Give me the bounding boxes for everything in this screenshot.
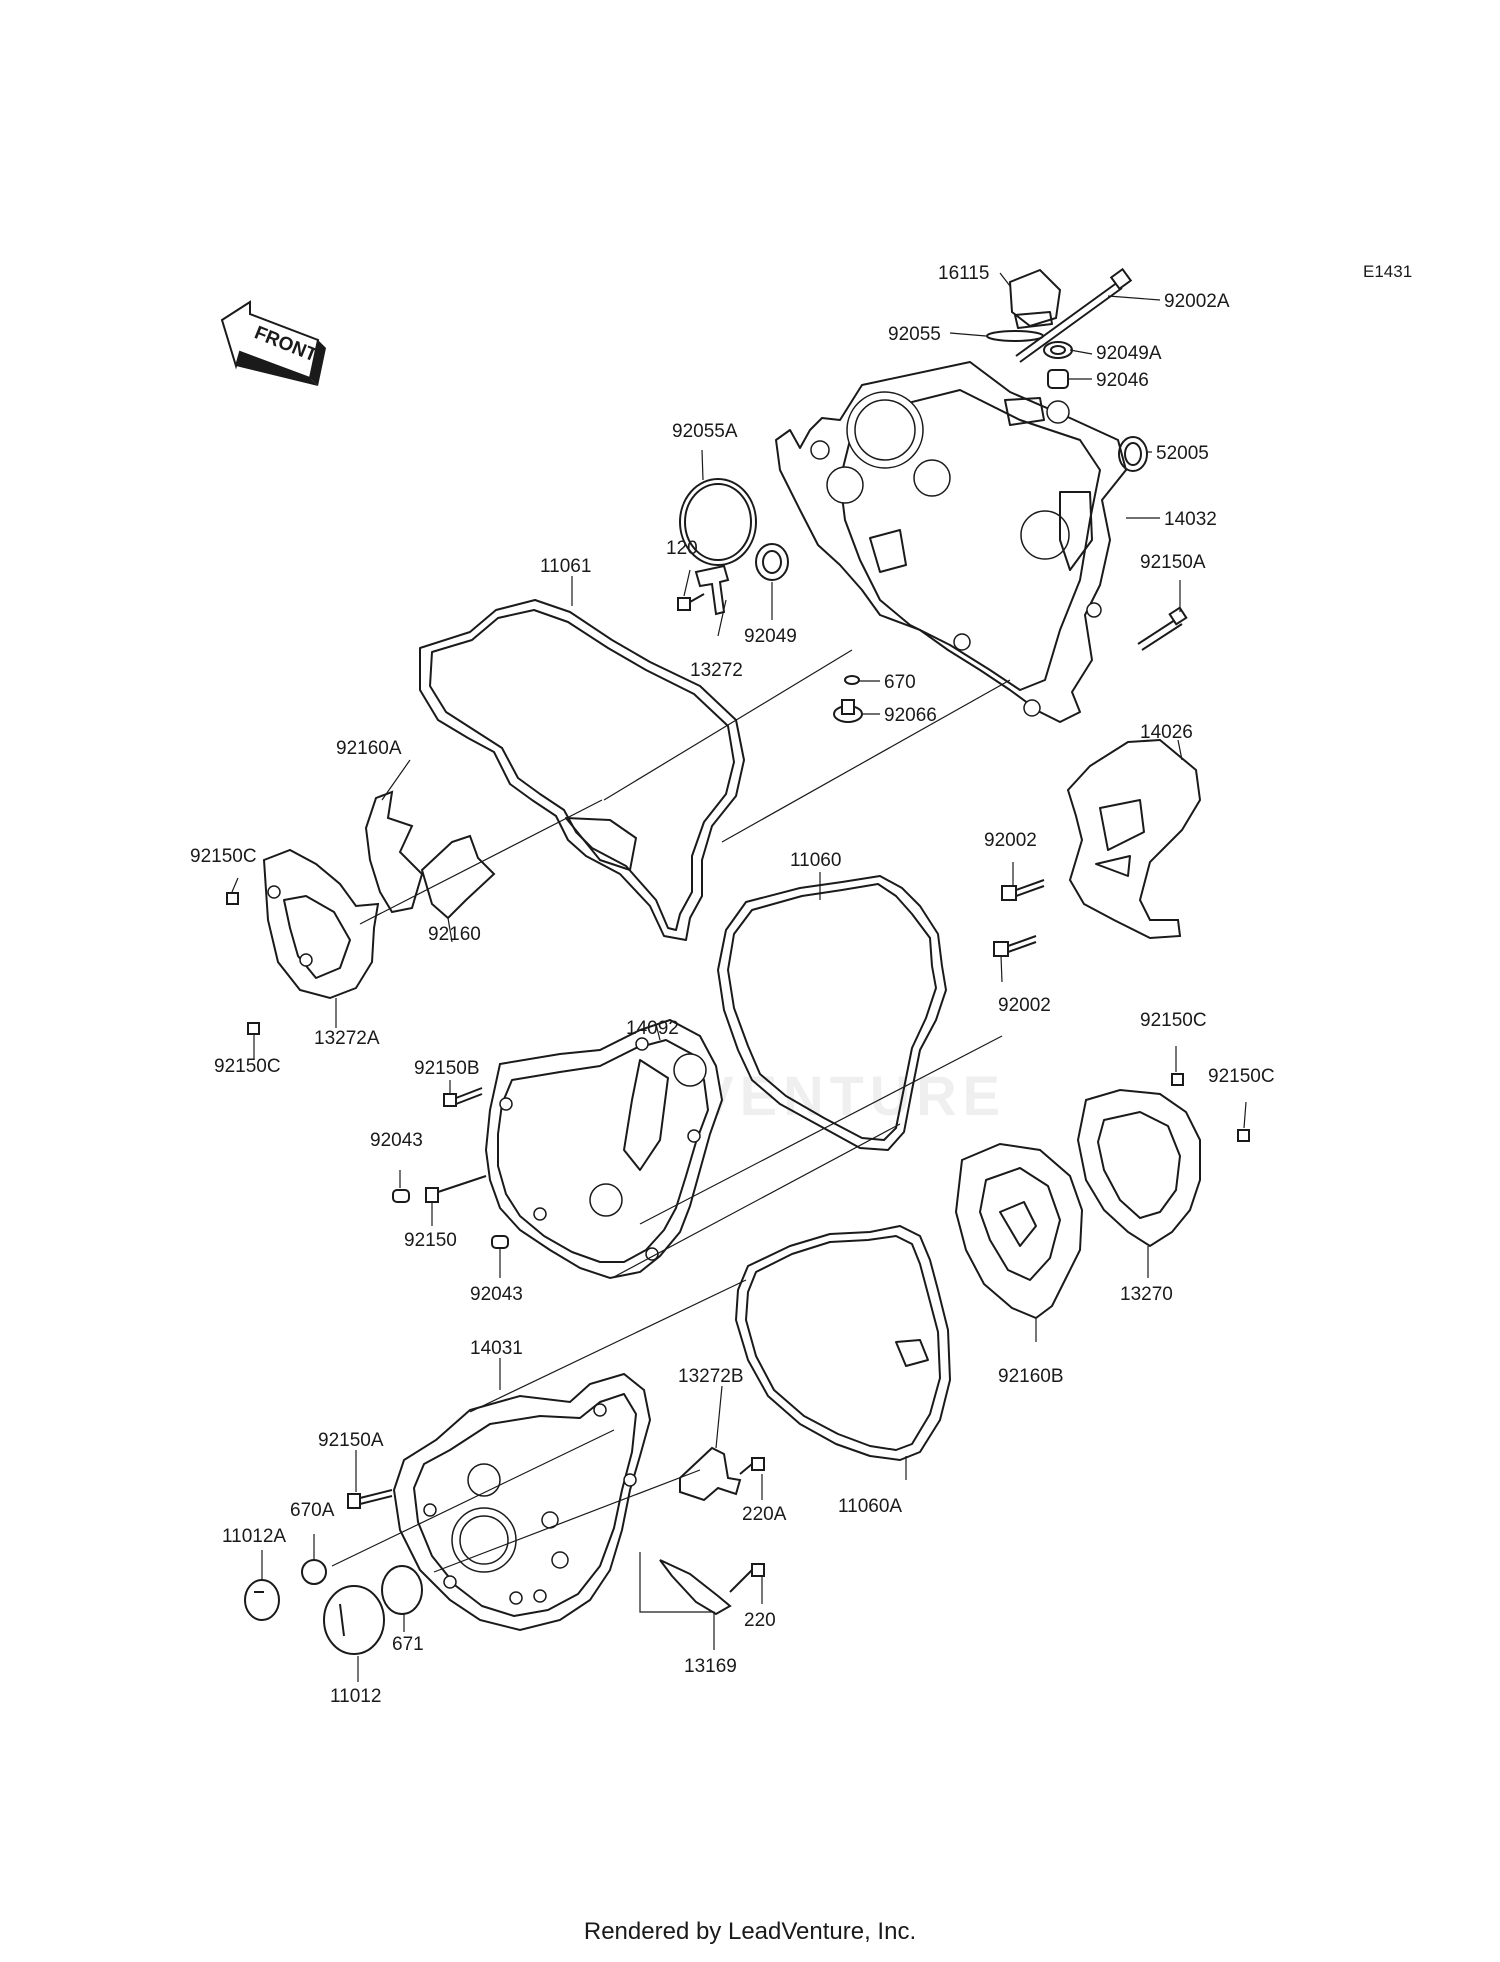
callout-92043-bottom: 92043 bbox=[470, 1284, 523, 1305]
clutch-cover-14032 bbox=[775, 361, 1127, 723]
o-ring-670A bbox=[301, 1559, 327, 1585]
callout-220: 220 bbox=[744, 1610, 776, 1631]
bolt-92150 bbox=[425, 1175, 487, 1203]
washer-92049A bbox=[1043, 341, 1073, 359]
callout-92043-top: 92043 bbox=[370, 1130, 423, 1151]
o-ring-670 bbox=[844, 675, 860, 685]
callout-92150: 92150 bbox=[404, 1230, 457, 1251]
callout-92046: 92046 bbox=[1096, 370, 1149, 391]
guard-13270 bbox=[1076, 1088, 1201, 1248]
seal-92049 bbox=[755, 543, 789, 581]
screw-220 bbox=[751, 1563, 765, 1577]
callout-13270: 13270 bbox=[1120, 1284, 1173, 1305]
callout-13272B: 13272B bbox=[678, 1366, 744, 1387]
bolt-92002-lower bbox=[993, 935, 1037, 957]
callout-13272A: 13272A bbox=[314, 1028, 380, 1049]
callout-92049: 92049 bbox=[744, 626, 797, 647]
callout-92150A-bottom: 92150A bbox=[318, 1430, 384, 1451]
callout-120: 120 bbox=[666, 538, 698, 559]
o-ring-92055 bbox=[986, 330, 1044, 342]
cover-14031 bbox=[392, 1372, 652, 1632]
callout-92160A: 92160A bbox=[336, 738, 402, 759]
bolt-92002-upper bbox=[1001, 879, 1045, 901]
callout-92150C-right-top: 92150C bbox=[1140, 1010, 1207, 1031]
callout-13169: 13169 bbox=[684, 1656, 737, 1677]
callout-92160: 92160 bbox=[428, 924, 481, 945]
bolt-92150B bbox=[443, 1087, 483, 1107]
leader-lines bbox=[231, 272, 1247, 1682]
callout-52005: 52005 bbox=[1156, 443, 1209, 464]
bolt-92150C-right-top bbox=[1171, 1073, 1184, 1086]
callout-92150C-left-top: 92150C bbox=[190, 846, 257, 867]
cap-11012 bbox=[323, 1585, 385, 1655]
plate-13272 bbox=[694, 564, 730, 616]
bolt-92150C-left-top bbox=[226, 892, 239, 905]
callout-92150C-left-bottom: 92150C bbox=[214, 1056, 281, 1077]
callout-220A: 220A bbox=[742, 1504, 787, 1525]
diagram-code: E1431 bbox=[1363, 262, 1413, 281]
bolt-92002A bbox=[1015, 267, 1133, 363]
guard-92160 bbox=[420, 834, 496, 920]
callout-labels: 16115 92002A 92055 92049A 92046 92055A 5… bbox=[190, 263, 1275, 1707]
callout-92066: 92066 bbox=[884, 705, 937, 726]
gasket-11061 bbox=[419, 599, 745, 941]
callout-92150A-top: 92150A bbox=[1140, 552, 1206, 573]
dowel-92043-top bbox=[392, 1189, 410, 1203]
gasket-11060 bbox=[717, 875, 947, 1151]
callout-11012A: 11012A bbox=[222, 1526, 286, 1547]
footer-credit: Rendered by LeadVenture, Inc. bbox=[583, 1918, 917, 1945]
callout-92002-upper: 92002 bbox=[984, 830, 1037, 851]
bushing-92046 bbox=[1047, 369, 1069, 389]
screw-120 bbox=[677, 593, 705, 611]
oil-seal-52005 bbox=[1118, 436, 1148, 472]
callout-92002-lower: 92002 bbox=[998, 995, 1051, 1016]
front-arrow-icon: FRONT bbox=[220, 300, 326, 386]
callout-13272: 13272 bbox=[690, 660, 743, 681]
callout-14026: 14026 bbox=[1140, 722, 1193, 743]
callout-92160B: 92160B bbox=[998, 1366, 1064, 1387]
bolt-92150A-bottom bbox=[347, 1489, 393, 1509]
callout-11061: 11061 bbox=[540, 556, 591, 577]
callout-11060A: 11060A bbox=[838, 1496, 902, 1517]
callout-92150B: 92150B bbox=[414, 1058, 480, 1079]
bolt-92150C-right bbox=[1237, 1129, 1250, 1142]
callout-11060: 11060 bbox=[790, 850, 841, 871]
plate-13169 bbox=[659, 1559, 732, 1616]
callout-670: 670 bbox=[884, 672, 916, 693]
guard-14026 bbox=[1066, 738, 1202, 940]
bolt-92150C-left-bottom bbox=[247, 1022, 260, 1035]
gasket-11060A bbox=[735, 1225, 951, 1461]
callout-670A: 670A bbox=[290, 1500, 335, 1521]
callout-16115: 16115 bbox=[938, 263, 989, 284]
callout-92049A: 92049A bbox=[1096, 343, 1162, 364]
callout-92055A: 92055A bbox=[672, 421, 738, 442]
o-ring-671 bbox=[381, 1565, 423, 1615]
screw-220A bbox=[751, 1457, 765, 1471]
callout-11012: 11012 bbox=[330, 1686, 381, 1707]
guard-13272A bbox=[262, 848, 380, 1000]
guard-92160A bbox=[364, 790, 424, 914]
plug-92066 bbox=[833, 699, 863, 723]
callout-92002A: 92002A bbox=[1164, 291, 1230, 312]
callout-14092: 14092 bbox=[626, 1018, 679, 1039]
bolt-92150A-top bbox=[1137, 606, 1188, 651]
dowel-92043-bottom bbox=[491, 1235, 509, 1249]
cap-11012A bbox=[244, 1579, 280, 1621]
o-ring-92055A bbox=[679, 478, 757, 566]
callout-671: 671 bbox=[392, 1634, 424, 1655]
callout-92055: 92055 bbox=[888, 324, 941, 345]
callout-14032: 14032 bbox=[1164, 509, 1217, 530]
plate-13272B bbox=[679, 1446, 742, 1502]
callout-14031: 14031 bbox=[470, 1338, 523, 1359]
callout-92150C-right: 92150C bbox=[1208, 1066, 1275, 1087]
oil-filler-cap-16115 bbox=[1008, 268, 1062, 329]
case-14092 bbox=[484, 1018, 724, 1280]
guard-92160B bbox=[954, 1142, 1084, 1320]
